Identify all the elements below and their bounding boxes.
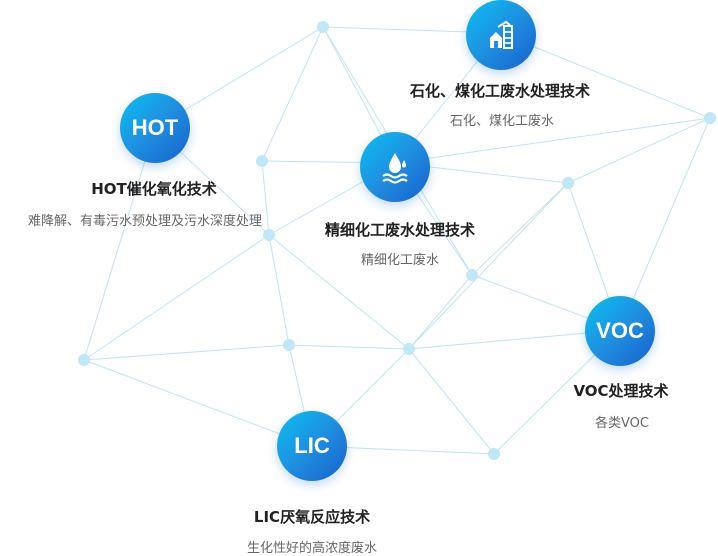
voc-abbr: VOC — [596, 318, 644, 343]
petro-node-circle — [466, 0, 536, 70]
network-dot — [488, 448, 500, 460]
fine-title: 精细化工废水处理技术 — [324, 221, 476, 239]
petro-desc: 石化、煤化工废水 — [449, 114, 555, 129]
network-edge — [499, 32, 711, 119]
voc-desc: 各类VOC — [595, 416, 649, 431]
hot-desc: 难降解、有毒污水预处理及污水深度处理 — [27, 214, 263, 229]
hot-abbr: HOT — [131, 115, 179, 140]
voc-node-circle: VOC — [585, 296, 655, 366]
hot-node-circle: HOT — [120, 93, 190, 163]
network-dot — [256, 155, 268, 167]
network-dot — [283, 339, 295, 351]
network-dot — [466, 269, 478, 281]
network-edge — [83, 234, 270, 361]
network-edge — [268, 234, 410, 350]
network-edge — [268, 234, 290, 346]
lic-abbr: LIC — [294, 433, 330, 458]
network-edge — [408, 182, 569, 350]
network-edge — [408, 274, 473, 350]
voc-title: VOC处理技术 — [573, 382, 669, 400]
building-icon — [490, 20, 513, 49]
network-edge — [288, 344, 410, 350]
network-edge — [471, 182, 569, 276]
network-edge — [83, 344, 290, 361]
network-edge — [408, 348, 495, 455]
network-dot — [403, 343, 415, 355]
network-edge — [395, 117, 711, 164]
network-edge — [261, 26, 324, 162]
hot-title: HOT催化氧化技术 — [91, 180, 217, 198]
network-dot — [704, 112, 716, 124]
network-dot — [562, 177, 574, 189]
lic-node-circle: LIC — [277, 411, 347, 481]
lic-title: LIC厌氧反应技术 — [253, 508, 371, 526]
lic-desc: 生化性好的高浓度废水 — [246, 541, 378, 556]
network-edge — [261, 160, 270, 236]
network-dot — [317, 21, 329, 33]
water-drop-icon — [382, 153, 408, 184]
network-edge — [567, 117, 711, 184]
network-dot — [263, 229, 275, 241]
network-edge — [619, 117, 711, 331]
network-edge — [83, 359, 313, 447]
network-dot — [78, 354, 90, 366]
fine-desc: 精细化工废水 — [360, 253, 440, 268]
network-edge — [408, 329, 621, 350]
petro-title: 石化、煤化工废水处理技术 — [409, 82, 591, 100]
fine-node-circle — [360, 132, 430, 202]
network-edge — [83, 127, 156, 361]
